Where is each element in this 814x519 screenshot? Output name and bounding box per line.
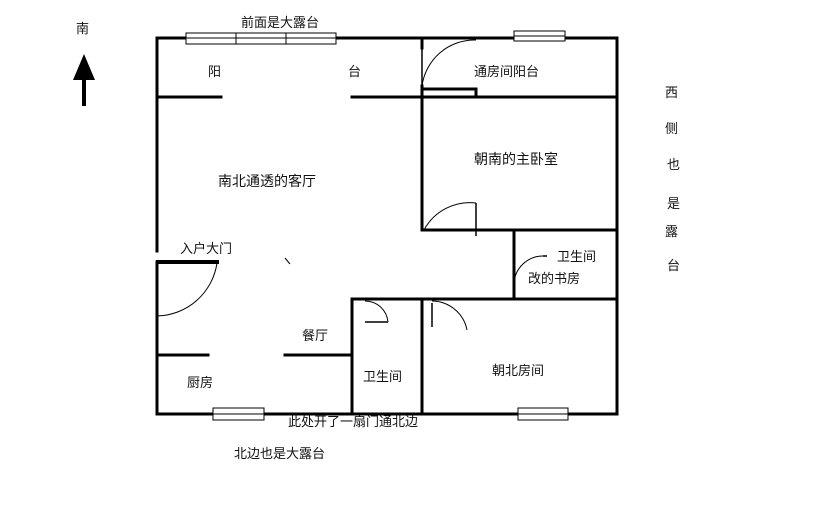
- bathroom-right-label: 卫生间: [557, 250, 596, 265]
- compass-label: 南: [76, 21, 89, 37]
- dining-label: 餐厅: [302, 328, 328, 344]
- north-arrow-icon: [73, 54, 95, 106]
- west-side-char: 西: [665, 86, 678, 101]
- door-bedroom-balcony: [421, 39, 477, 87]
- study-label: 改的书房: [528, 271, 580, 287]
- bedroom-balcony-label: 通房间阳台: [474, 64, 539, 80]
- west-side-char: 露: [665, 225, 678, 240]
- north-terrace-label: 北边也是大露台: [234, 447, 325, 462]
- kitchen-label: 厨房: [187, 375, 213, 391]
- entrance-label: 入户大门: [180, 241, 232, 257]
- interior-walls: [155, 36, 619, 416]
- balcony-label-left: 阳: [208, 65, 221, 80]
- doors: [156, 39, 547, 331]
- door-north-room: [431, 300, 468, 331]
- west-side-char: 是: [667, 197, 680, 212]
- window-top-1: [185, 32, 237, 45]
- window-top-4: [513, 30, 566, 42]
- balcony-label-right: 台: [348, 65, 361, 80]
- master-bedroom-label: 朝南的主卧室: [474, 151, 558, 168]
- door-master-bedroom: [423, 202, 477, 236]
- door-bathroom-right: [513, 255, 547, 285]
- window-top-3: [285, 32, 337, 45]
- bathroom-center-label: 卫生间: [363, 370, 402, 385]
- door-bathroom-center: [364, 300, 389, 323]
- west-side-char: 台: [667, 259, 680, 274]
- north-door-note: 此处开了一扇门通北边: [288, 414, 418, 430]
- outer-walls: [155, 36, 619, 416]
- door-entrance: [156, 262, 218, 317]
- front-terrace-label: 前面是大露台: [241, 15, 319, 31]
- living-room-mark: [284, 257, 291, 265]
- window-bottom-2: [517, 407, 569, 421]
- west-side-label: 西 侧 也 是 露 台: [665, 86, 680, 274]
- north-room-label: 朝北房间: [492, 363, 544, 379]
- window-bottom-1: [212, 407, 265, 421]
- windows: [185, 30, 569, 421]
- living-room-label: 南北通透的客厅: [218, 173, 316, 190]
- west-side-char: 也: [667, 158, 680, 173]
- west-side-char: 侧: [665, 122, 678, 137]
- window-top-2: [235, 32, 287, 45]
